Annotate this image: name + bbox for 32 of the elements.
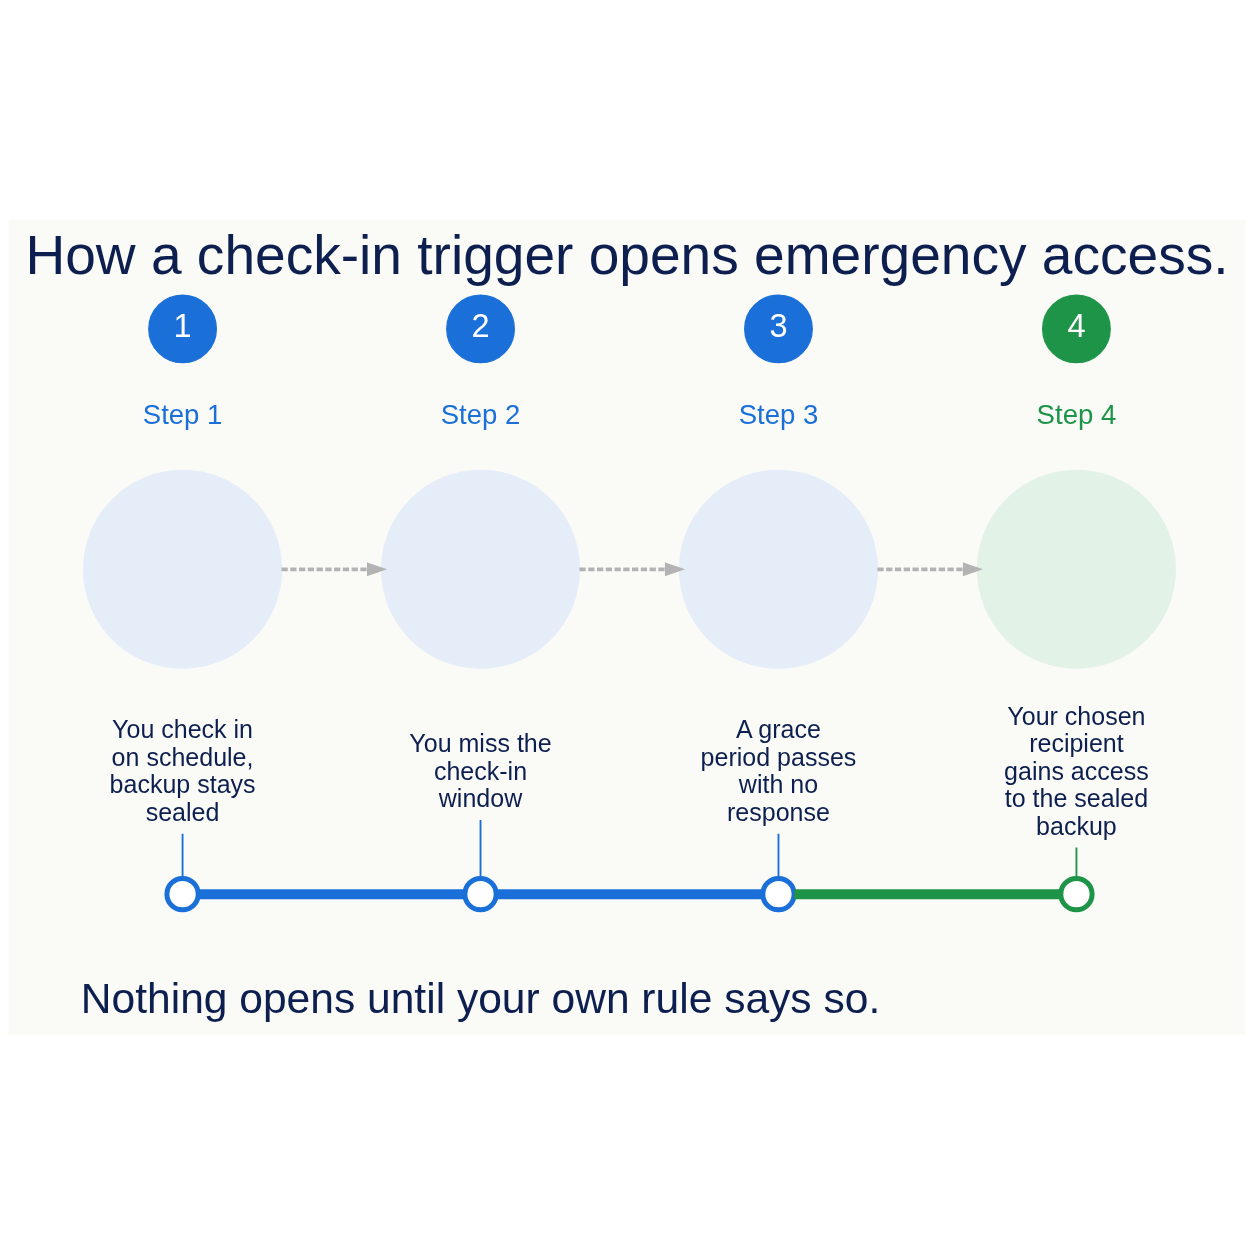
node-circle — [381, 469, 581, 669]
node-circle — [760, 875, 797, 912]
node-circle — [678, 469, 878, 669]
node-label: Step 3 — [738, 398, 819, 430]
arrow — [281, 561, 388, 576]
connector — [1075, 846, 1078, 879]
label: Nothing opens until your own rule says so. — [80, 973, 881, 1022]
connector — [181, 832, 184, 879]
node-circle — [83, 469, 283, 669]
node-circle: 4 — [1042, 294, 1111, 363]
node-label: Step 1 — [142, 398, 223, 430]
node-circle: 2 — [446, 294, 515, 363]
node-circle — [164, 875, 201, 912]
node-circle: 1 — [148, 294, 217, 363]
diagram-title: How a check-in trigger opens emergency access. — [25, 223, 1229, 286]
connector — [496, 888, 763, 899]
node-text: You check in on schedule, backup stays sealed — [109, 714, 256, 826]
node-circle — [462, 875, 499, 912]
connector — [479, 818, 482, 879]
arrow — [579, 561, 686, 576]
node-text: You miss the check-in window — [409, 728, 552, 812]
connector — [777, 832, 780, 879]
node-text: A grace period passes with no response — [700, 714, 857, 826]
node-circle — [976, 469, 1176, 669]
connector — [794, 888, 1061, 899]
node-label: Step 4 — [1036, 398, 1117, 430]
node-text: Your chosen recipient gains access to the sealed backup — [1004, 701, 1149, 840]
connector — [198, 888, 465, 899]
node-circle: 3 — [744, 294, 813, 363]
node-label: Step 2 — [440, 398, 521, 430]
node-circle — [1058, 875, 1095, 912]
arrow — [877, 561, 983, 576]
